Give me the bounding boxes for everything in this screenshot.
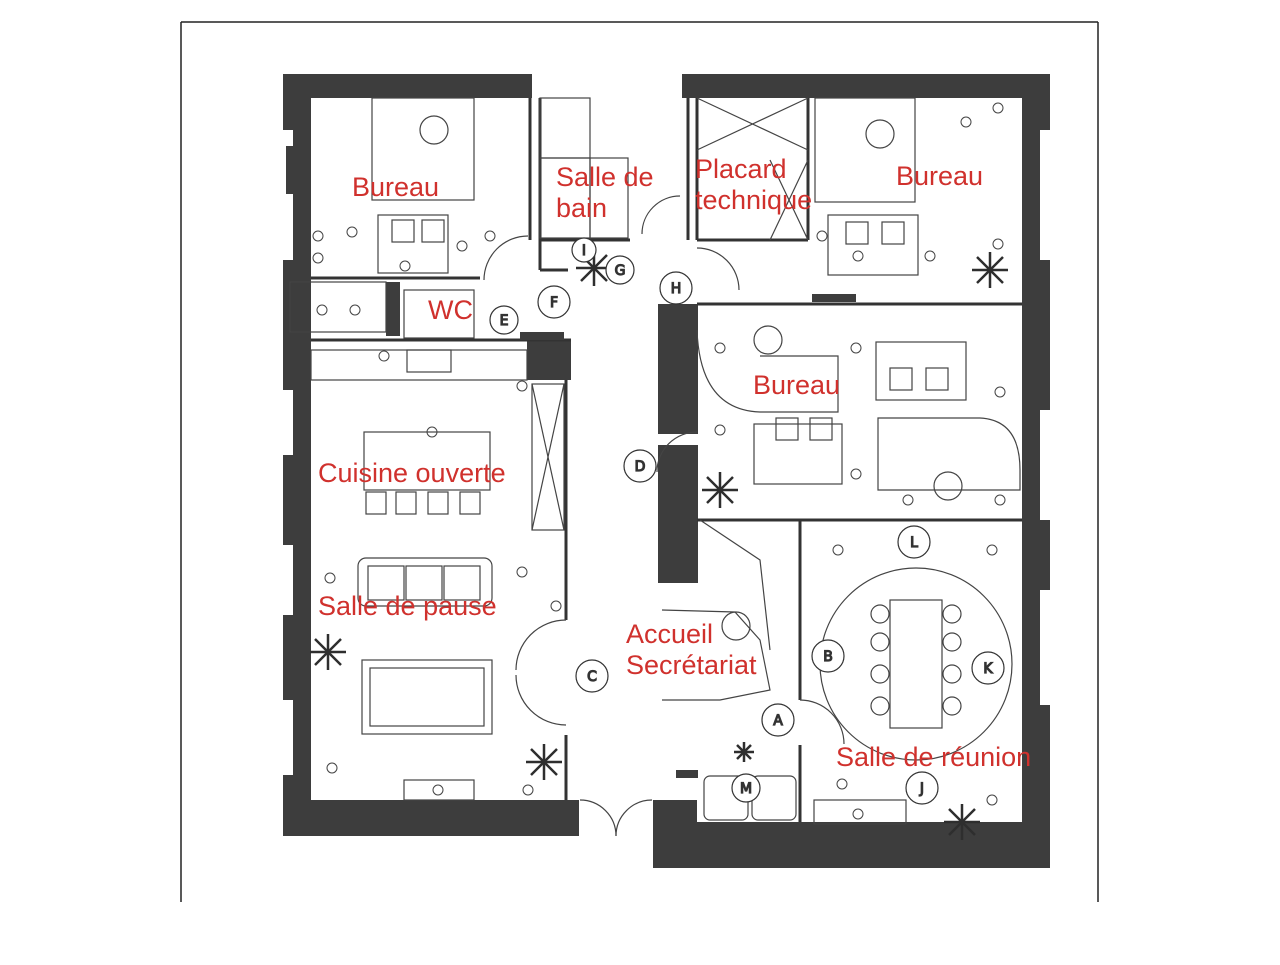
zone-marker-label: M: [740, 781, 752, 797]
zone-marker-label: G: [615, 263, 626, 279]
zone-marker-b: B: [811, 639, 845, 673]
zone-marker-label: A: [773, 713, 783, 729]
zone-marker-k: K: [971, 651, 1005, 685]
windows: [286, 146, 1040, 778]
zone-marker-j: J: [905, 771, 939, 805]
zone-marker-h: H: [659, 271, 693, 305]
room-label-bureau-ne: Bureau: [896, 161, 984, 191]
exterior-walls: [283, 74, 1050, 868]
interior-thick-walls: [386, 282, 698, 583]
zone-marker-label: F: [550, 295, 558, 311]
zone-marker-label: K: [983, 661, 993, 677]
room-label-line1: Salle de: [556, 162, 654, 192]
room-label-bureau-nw: Bureau: [352, 172, 440, 202]
zone-marker-m: M: [731, 773, 761, 803]
sheet-frame: [180, 21, 1099, 902]
zone-marker-label: H: [671, 281, 682, 297]
zone-marker-label: L: [910, 535, 918, 551]
zone-marker-g: G: [605, 255, 635, 285]
room-label-salle-de-bain: Salle de bain: [556, 162, 654, 224]
zone-marker-label: C: [587, 669, 597, 685]
room-label-salle-de-pause: Salle de pause: [318, 591, 497, 621]
room-label-line1: Placard: [695, 154, 787, 184]
zone-marker-label: J: [919, 781, 924, 797]
zone-marker-d: D: [623, 449, 657, 483]
zone-marker-e: E: [489, 305, 519, 335]
room-label-line1: Accueil: [626, 619, 714, 649]
interior-partitions: [311, 98, 1022, 822]
room-label-accueil: Accueil Secrétariat: [626, 619, 757, 681]
zone-marker-c: C: [575, 659, 609, 693]
room-label-bureau-east: Bureau: [753, 370, 841, 400]
zone-marker-label: D: [635, 459, 646, 475]
zone-marker-label: B: [823, 649, 833, 665]
room-label-salle-de-reunion: Salle de réunion: [836, 742, 1032, 772]
room-label-placard-technique: Placard technique: [695, 154, 812, 216]
room-label-line2: technique: [695, 185, 813, 215]
room-label-wc: WC: [428, 295, 473, 325]
room-label-line2: Secrétariat: [626, 650, 757, 680]
zone-marker-f: F: [537, 285, 571, 319]
zone-marker-label: I: [582, 243, 586, 259]
room-label-cuisine-ouverte: Cuisine ouverte: [318, 458, 506, 488]
doors: [483, 195, 845, 837]
zone-markers: A B C D E F G H I J K L M: [489, 237, 1005, 805]
zone-marker-a: A: [761, 703, 795, 737]
room-label-line2: bain: [556, 193, 608, 223]
zone-marker-i: I: [571, 237, 597, 263]
zone-marker-l: L: [897, 525, 931, 559]
zone-marker-label: E: [500, 313, 509, 329]
light-fixtures: [312, 102, 1006, 820]
